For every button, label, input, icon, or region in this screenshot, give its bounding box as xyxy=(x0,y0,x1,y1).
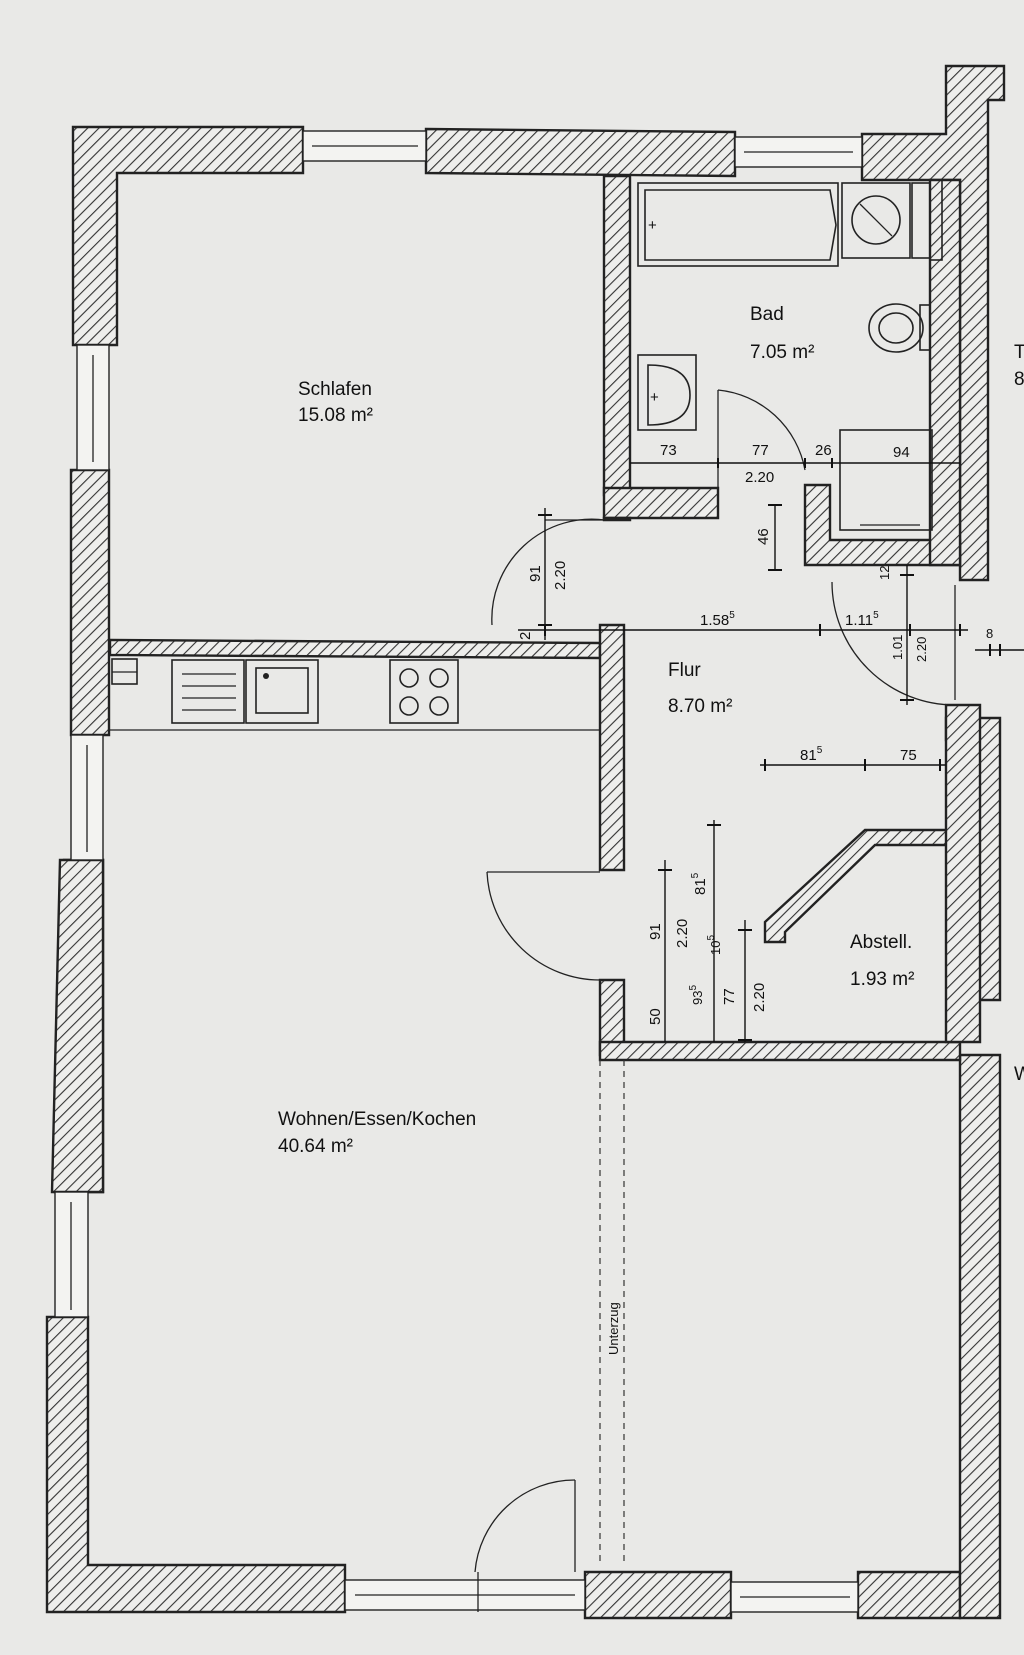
dim-abs-93: 935 xyxy=(688,985,705,1005)
room-area-flur: 8.70 m² xyxy=(668,696,732,717)
dim-flur-111: 1.115 xyxy=(845,610,879,629)
edge-label-w: W xyxy=(1014,1064,1024,1085)
outer-walls xyxy=(45,64,1006,1620)
room-name-wohnen: Wohnen/Essen/Kochen xyxy=(278,1109,476,1130)
interior-walls xyxy=(108,174,982,1062)
room-area-schlafen: 15.08 m² xyxy=(298,405,373,426)
svg-text:+: + xyxy=(648,217,657,234)
doors xyxy=(474,389,956,1612)
dim-abs-220: 2.20 xyxy=(751,983,768,1012)
dim-bad-73: 73 xyxy=(660,442,677,459)
dim-door-91: 91 xyxy=(527,565,544,582)
dim-flur-12: 12 xyxy=(877,566,892,580)
room-name-flur: Flur xyxy=(668,660,701,681)
dim-liv-81: 815 xyxy=(690,872,709,895)
room-name-abstell: Abstell. xyxy=(850,932,912,953)
dim-flur-2: 2 xyxy=(517,632,534,640)
bathroom-fixtures: + + xyxy=(637,179,943,531)
dim-flur-220b: 2.20 xyxy=(914,637,929,662)
dim-flur-75: 75 xyxy=(900,747,917,764)
dim-flur-101: 1.01 xyxy=(890,635,905,660)
dim-door-220: 2.20 xyxy=(552,561,569,590)
room-name-schlafen: Schlafen xyxy=(298,379,372,400)
room-area-bad: 7.05 m² xyxy=(750,342,814,363)
kitchen-counter xyxy=(110,658,600,731)
dim-flur-81: 815 xyxy=(800,745,823,764)
windows xyxy=(54,130,863,1613)
dim-abs-77: 77 xyxy=(721,988,738,1005)
edge-label-t: T xyxy=(1014,342,1024,363)
room-area-wohnen: 40.64 m² xyxy=(278,1136,353,1157)
dim-bad-94: 94 xyxy=(893,444,910,461)
dim-liv-50: 50 xyxy=(647,1008,664,1025)
dim-liv-220: 2.20 xyxy=(674,919,691,948)
unterzug-beam xyxy=(599,1060,625,1565)
dim-liv-91: 91 xyxy=(647,923,664,940)
dim-bad-26: 26 xyxy=(815,442,832,459)
room-name-bad: Bad xyxy=(750,304,784,325)
unterzug-label: Unterzug xyxy=(606,1302,621,1355)
room-area-abstell: 1.93 m² xyxy=(850,969,914,990)
dim-flur-8: 8 xyxy=(986,626,993,641)
dim-flur-46: 46 xyxy=(755,528,772,545)
dim-abs-10: 105 xyxy=(706,935,723,955)
dimension-labels: 73 77 2.20 26 94 46 91 2.20 2 1.585 1.11… xyxy=(517,442,993,1025)
dim-flur-158: 1.585 xyxy=(700,610,735,629)
dim-bad-220: 2.20 xyxy=(745,469,774,486)
dimension-lines xyxy=(518,458,1024,1042)
dim-bad-77: 77 xyxy=(752,442,769,459)
room-labels: Schlafen 15.08 m² Bad 7.05 m² Flur 8.70 … xyxy=(278,304,1024,1355)
edge-label-8: 8 xyxy=(1014,369,1024,390)
svg-text:+: + xyxy=(650,389,659,406)
